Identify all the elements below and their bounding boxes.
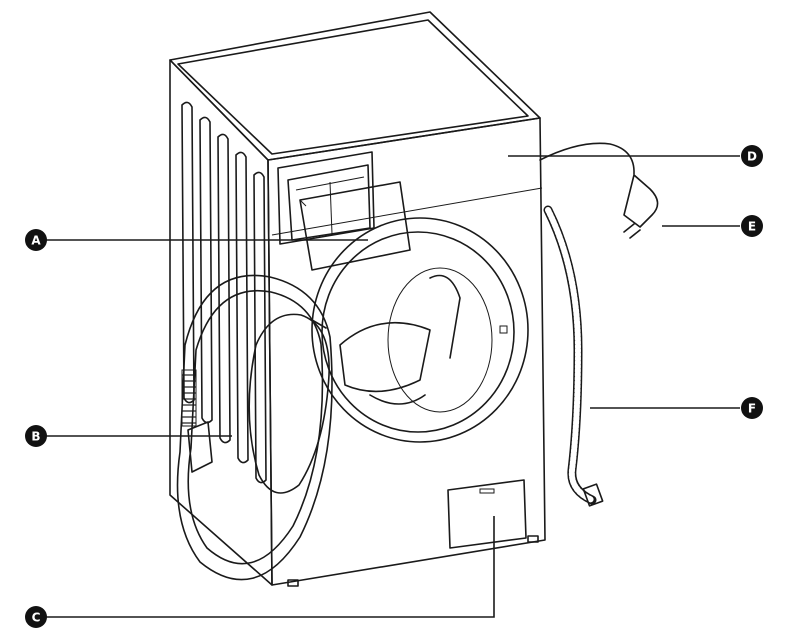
door-seal-outer	[311, 217, 529, 443]
hose-end	[582, 483, 604, 507]
power-cord	[539, 142, 635, 175]
callout-a-label: A	[31, 234, 41, 248]
callout-b: B	[25, 425, 47, 447]
door-lock-slot	[499, 325, 508, 334]
door-latch	[311, 319, 327, 329]
foot	[527, 535, 539, 543]
front-panel	[267, 117, 546, 586]
drawer-tray	[287, 164, 371, 241]
callout-f-label: F	[748, 402, 756, 416]
callout-b-label: B	[31, 430, 40, 444]
leader-lines	[44, 155, 740, 618]
drawer-divider	[329, 181, 333, 235]
top-panel-inner	[177, 19, 529, 155]
callout-a-circle	[25, 229, 47, 251]
power-cable	[539, 142, 659, 239]
door-hinge	[181, 369, 197, 427]
detergent-drawer	[277, 151, 411, 271]
drum-paddle	[339, 321, 431, 393]
service-flap	[447, 479, 527, 549]
plug-pin	[629, 229, 641, 239]
drain-hose	[543, 205, 604, 507]
callout-c: C	[25, 606, 47, 628]
callout-a: A	[25, 229, 47, 251]
callout-f: F	[741, 397, 763, 419]
foot	[287, 579, 299, 587]
control-panel-edge	[271, 187, 543, 236]
callout-e-label: E	[748, 220, 756, 234]
callout-d: D	[741, 145, 763, 167]
door-frame-inner	[187, 290, 324, 565]
drum-lifter	[429, 274, 461, 359]
drum-lifter	[369, 394, 426, 405]
filter-cover	[447, 479, 527, 549]
side-rib	[235, 151, 249, 464]
drawer-handle-edge	[299, 199, 307, 207]
side-rib	[217, 133, 231, 444]
leader-line-c	[44, 516, 495, 618]
callout-d-label: D	[747, 150, 757, 164]
drum-back	[387, 267, 493, 413]
door-handle	[187, 421, 213, 473]
door-frame-outer	[176, 274, 333, 581]
drawer-handle	[299, 181, 411, 271]
callout-c-label: C	[32, 611, 41, 625]
door-glass	[248, 313, 330, 494]
callout-f-circle	[741, 397, 763, 419]
open-door	[176, 274, 333, 581]
callout-e-circle	[741, 215, 763, 237]
side-rib	[199, 116, 213, 424]
mains-plug	[623, 174, 659, 228]
drum	[311, 217, 529, 443]
plug-pin	[623, 223, 635, 233]
callout-d-circle	[741, 145, 763, 167]
filter-cover-notch	[479, 488, 495, 494]
top-panel	[169, 11, 541, 161]
callout-c-circle	[25, 606, 47, 628]
side-rib	[253, 171, 267, 484]
callout-b-circle	[25, 425, 47, 447]
callout-e: E	[741, 215, 763, 237]
washing-machine-body	[169, 11, 546, 587]
